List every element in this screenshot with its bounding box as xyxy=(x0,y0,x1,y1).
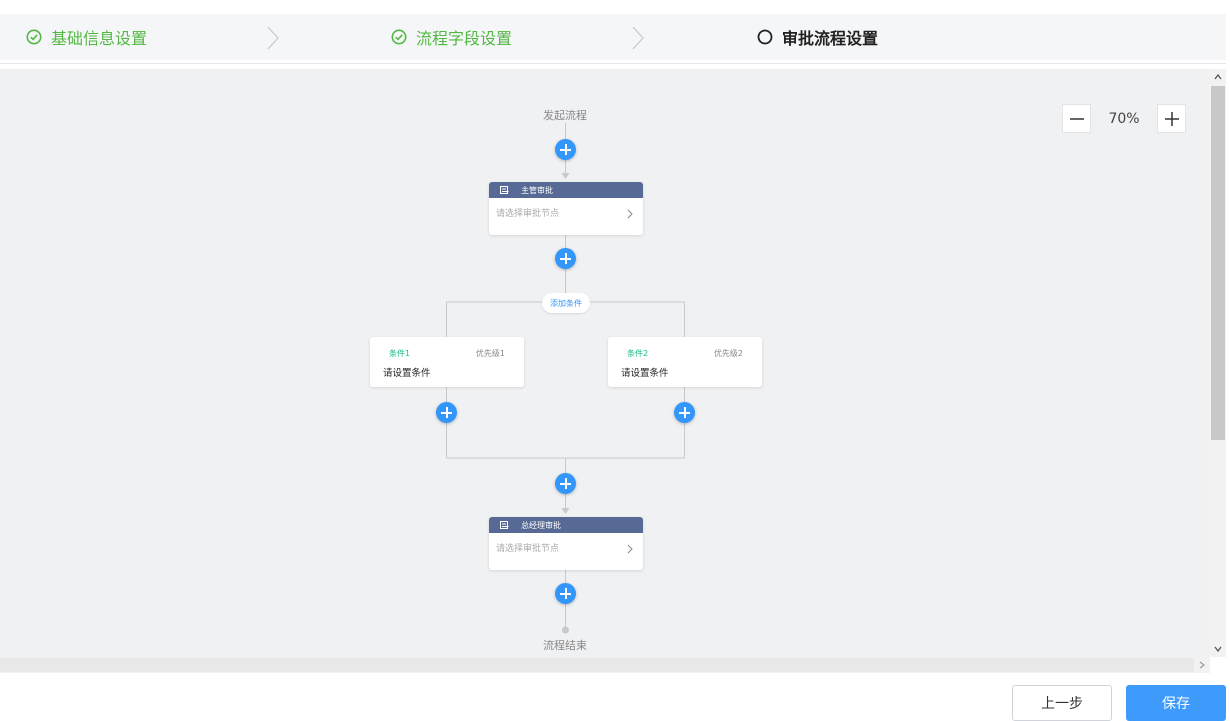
node-header: 总经理审批 xyxy=(489,517,643,533)
check-circle-icon xyxy=(26,29,42,45)
zoom-level: 70% xyxy=(1108,110,1140,127)
arrow-down-icon xyxy=(561,508,570,514)
condition-card-2[interactable]: 条件2 优先级2 请设置条件 xyxy=(608,337,762,387)
plus-icon xyxy=(1164,111,1179,126)
condition-title: 条件1 xyxy=(389,349,411,358)
step-flow-fields[interactable]: 流程字段设置 xyxy=(391,14,512,60)
node-type-icon xyxy=(500,521,509,529)
end-dot xyxy=(562,626,569,634)
node-title: 主管审批 xyxy=(521,185,553,195)
chevron-right-icon xyxy=(267,26,279,50)
zoom-in-button[interactable] xyxy=(1157,104,1186,133)
add-node-button[interactable] xyxy=(674,402,695,423)
horizontal-scrollbar[interactable] xyxy=(0,657,1210,673)
zoom-control: 70% xyxy=(1062,104,1186,133)
minus-icon xyxy=(1069,117,1084,120)
add-node-button[interactable] xyxy=(555,473,576,494)
approval-node-general-manager[interactable]: 总经理审批 请选择审批节点 xyxy=(489,517,643,570)
add-node-button[interactable] xyxy=(555,248,576,269)
chevron-right-icon xyxy=(632,26,644,50)
zoom-out-button[interactable] xyxy=(1062,104,1091,133)
step-label: 基础信息设置 xyxy=(51,29,148,48)
divider xyxy=(0,63,1226,64)
condition-content: 请设置条件 xyxy=(383,368,431,379)
add-node-button[interactable] xyxy=(555,139,576,160)
approval-node-manager[interactable]: 主管审批 请选择审批节点 xyxy=(489,182,643,235)
chevron-right-icon xyxy=(627,209,633,219)
flow-canvas[interactable]: 发起流程 主管审批 请选择审批节点 添加条件 条件1 优先级1 请设置条件 条件… xyxy=(0,69,1210,657)
horizontal-scroll-thumb[interactable] xyxy=(0,658,1194,672)
condition-card-1[interactable]: 条件1 优先级1 请设置条件 xyxy=(370,337,524,387)
start-label: 发起流程 xyxy=(543,109,587,122)
step-bar: 基础信息设置 流程字段设置 审批流程设置 xyxy=(0,14,1226,60)
step-label: 审批流程设置 xyxy=(782,29,879,48)
condition-content: 请设置条件 xyxy=(621,368,669,379)
vertical-scrollbar[interactable] xyxy=(1210,69,1226,657)
step-approval-flow[interactable]: 审批流程设置 xyxy=(757,14,878,60)
add-node-button[interactable] xyxy=(555,583,576,604)
add-condition-button[interactable]: 添加条件 xyxy=(542,293,590,313)
circle-icon xyxy=(757,29,773,45)
step-label: 流程字段设置 xyxy=(416,29,513,48)
condition-priority: 优先级1 xyxy=(475,349,505,358)
node-type-icon xyxy=(500,186,509,194)
node-placeholder: 请选择审批节点 xyxy=(496,209,560,219)
node-title: 总经理审批 xyxy=(521,520,561,530)
vertical-scroll-thumb[interactable] xyxy=(1211,86,1225,440)
scroll-up-icon[interactable] xyxy=(1210,69,1226,85)
save-button[interactable]: 保存 xyxy=(1126,685,1226,721)
add-node-button[interactable] xyxy=(436,402,457,423)
step-basic-info[interactable]: 基础信息设置 xyxy=(26,14,147,60)
check-circle-icon xyxy=(391,29,407,45)
node-placeholder: 请选择审批节点 xyxy=(496,544,560,554)
chevron-right-icon xyxy=(627,544,633,554)
node-header: 主管审批 xyxy=(489,182,643,198)
condition-priority: 优先级2 xyxy=(713,349,743,358)
arrow-down-icon xyxy=(561,173,570,179)
scroll-right-icon[interactable] xyxy=(1194,657,1210,673)
end-label: 流程结束 xyxy=(543,639,587,652)
previous-step-button[interactable]: 上一步 xyxy=(1012,685,1112,721)
scroll-down-icon[interactable] xyxy=(1210,641,1226,657)
condition-title: 条件2 xyxy=(627,349,649,358)
